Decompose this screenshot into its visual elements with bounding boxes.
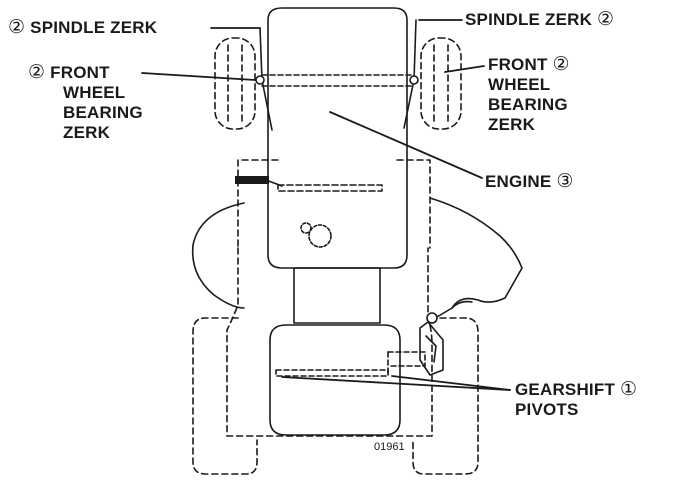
left-fender [191, 202, 245, 309]
figure-number: 01961 [374, 441, 405, 453]
seat [269, 324, 401, 436]
front-wheel-bearing-left-label: ② FRONT WHEEL BEARING ZERK [28, 62, 143, 143]
right-spindle-arm [403, 19, 417, 129]
engine-label: ENGINE ③ [485, 171, 574, 192]
leader-lines [141, 19, 511, 391]
dash-panel [277, 184, 383, 192]
front-axle [261, 74, 415, 87]
front-left-wheel [214, 37, 256, 130]
rear-left-wheel [192, 317, 258, 475]
front-right-wheel [420, 37, 462, 130]
front-wheel-bearing-right-label: FRONT ② WHEEL BEARING ZERK [488, 54, 570, 135]
spindle-zerk-left-label: ② SPINDLE ZERK [8, 17, 158, 38]
chassis-outline [237, 159, 431, 249]
rear-right-wheel [412, 317, 479, 475]
rear-body-outline [226, 247, 433, 437]
steering-column [293, 267, 381, 324]
throttle-handle [235, 176, 269, 184]
gearshift-linkage [275, 351, 426, 377]
fuel-cap [300, 222, 332, 248]
gearshift-pivots-label: GEARSHIFT ① PIVOTS [515, 379, 638, 420]
gearshift-lever [419, 312, 444, 376]
hood [267, 7, 408, 269]
spindle-zerk-right-label: SPINDLE ZERK ② [465, 9, 615, 30]
right-fender [429, 197, 523, 321]
right-spindle-zerk [409, 75, 419, 85]
left-spindle-zerk [255, 75, 265, 85]
